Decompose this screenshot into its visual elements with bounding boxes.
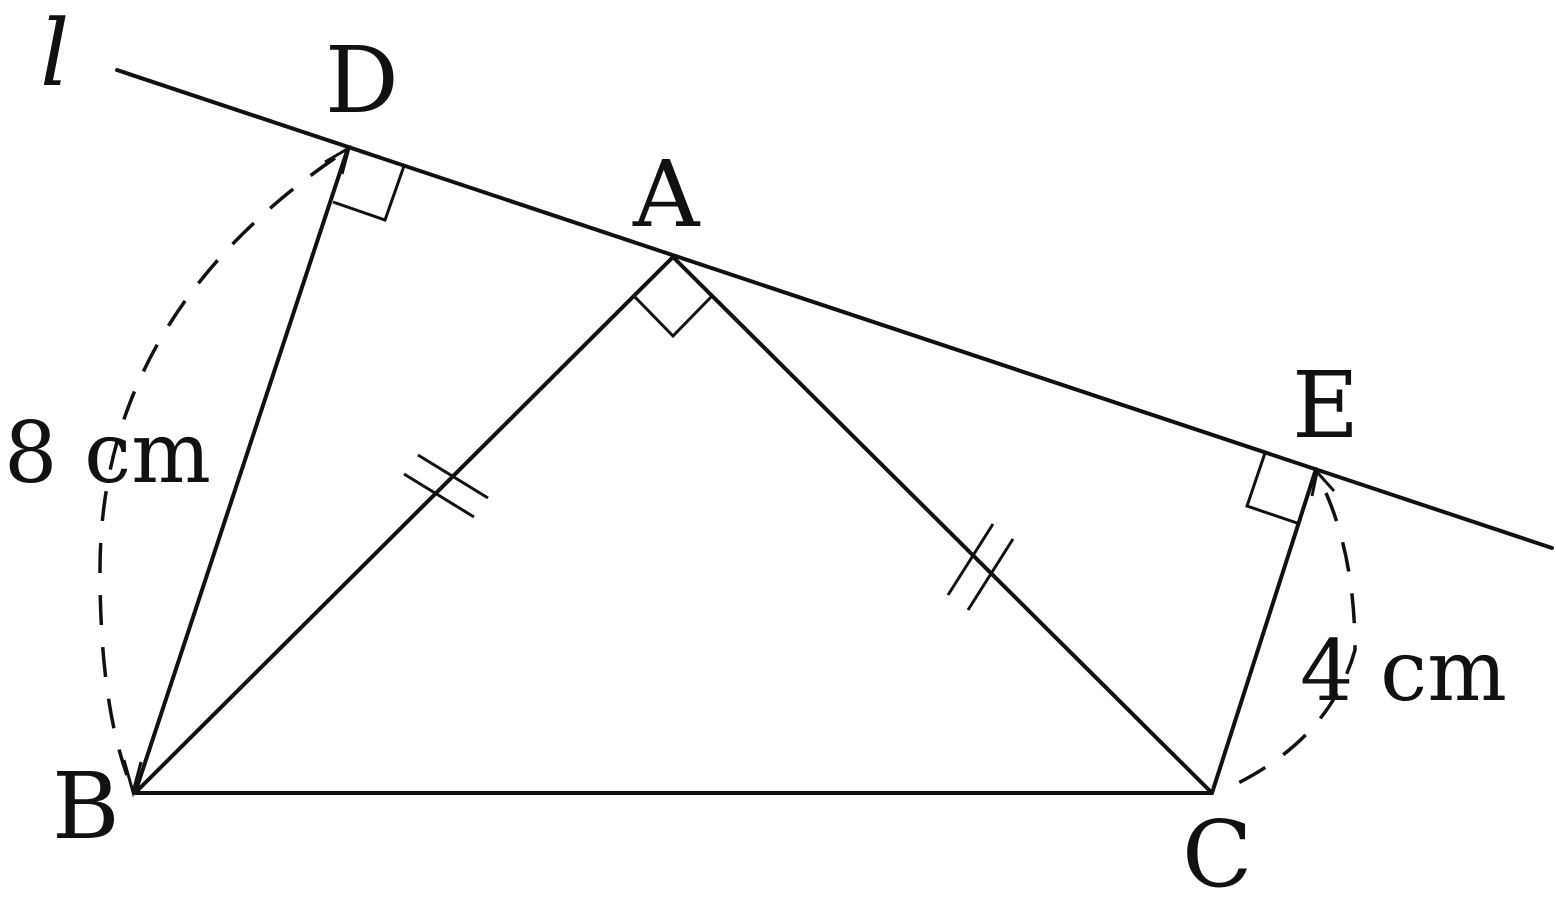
label-point-C: C (1182, 801, 1252, 908)
arrowhead-B (122, 759, 143, 798)
tick-mark-AC-2 (966, 538, 1015, 611)
segment-AC (671, 255, 1214, 795)
right-angle-mark-E (1245, 452, 1301, 526)
line-l (115, 68, 1554, 550)
label-point-D: D (325, 27, 399, 134)
arrowhead-D (324, 144, 352, 175)
right-angle-mark-A (632, 294, 714, 339)
label-point-B: B (52, 753, 120, 860)
dashed-arc-BD (98, 156, 336, 776)
tick-mark-AC-1 (946, 523, 995, 596)
tick-mark-AB-2 (403, 472, 475, 519)
measurement-BD: 8 cm (4, 404, 211, 502)
label-line-l: l (40, 0, 69, 107)
right-angle-mark-D (332, 165, 406, 222)
label-point-E: E (1292, 352, 1359, 459)
segment-AB (133, 255, 675, 795)
measurement-CE: 4 cm (1300, 622, 1507, 720)
label-point-A: A (632, 141, 701, 248)
segment-BD (133, 146, 350, 795)
arrowhead-E (1310, 468, 1336, 497)
dashed-arc-CE (1227, 492, 1357, 790)
tick-mark-AB-1 (417, 453, 489, 500)
